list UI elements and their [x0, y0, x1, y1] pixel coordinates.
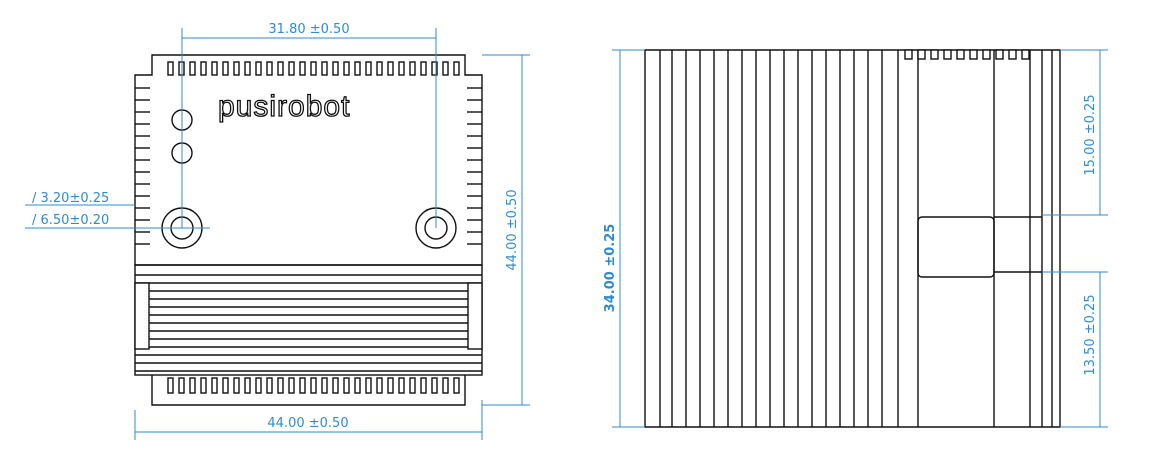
- bottom-fin: [442, 377, 449, 394]
- side-tooth: [930, 49, 939, 60]
- heatsink-region: [134, 264, 483, 376]
- right-fins: [467, 87, 482, 245]
- top-fin: [299, 61, 306, 76]
- bottom-fin: [244, 377, 251, 394]
- dim-side-lower: 13.50 ±0.25: [1083, 294, 1098, 375]
- heatsink-notch-right: [467, 282, 483, 350]
- bottom-fin: [167, 377, 174, 394]
- side-tooth: [956, 49, 965, 60]
- heatsink-notch-left: [134, 282, 150, 350]
- side-dimensions: [612, 49, 1108, 428]
- top-fins: [167, 61, 460, 76]
- bottom-fin-frame: [151, 375, 466, 406]
- bottom-fin: [343, 377, 350, 394]
- top-fin: [321, 61, 328, 76]
- dim-side-height: 34.00 ±0.25: [603, 224, 618, 313]
- brand-logo: pusirobot: [218, 90, 350, 123]
- side-tooth: [943, 49, 952, 60]
- bottom-fin: [365, 377, 372, 394]
- top-fin: [365, 61, 372, 76]
- bottom-fin: [453, 377, 460, 394]
- top-fin: [277, 61, 284, 76]
- bottom-fin: [310, 377, 317, 394]
- bottom-fin: [277, 377, 284, 394]
- bottom-fin: [376, 377, 383, 394]
- top-fin: [431, 61, 438, 76]
- bottom-fin: [255, 377, 262, 394]
- bottom-fin: [420, 377, 427, 394]
- top-fin: [233, 61, 240, 76]
- bottom-fins: [151, 375, 466, 406]
- top-fin: [255, 61, 262, 76]
- top-fin: [409, 61, 416, 76]
- front-body-outline: [134, 54, 483, 266]
- side-tooth: [1021, 49, 1030, 60]
- side-tooth: [969, 49, 978, 60]
- side-tooth: [1008, 49, 1017, 60]
- top-fin: [266, 61, 273, 76]
- bottom-fin: [409, 377, 416, 394]
- side-connector: [917, 216, 995, 278]
- bottom-fin: [200, 377, 207, 394]
- top-fin: [442, 61, 449, 76]
- bottom-fin: [189, 377, 196, 394]
- top-fin: [354, 61, 361, 76]
- bottom-fin: [178, 377, 185, 394]
- dim-side-upper: 15.00 ±0.25: [1083, 94, 1098, 175]
- top-fin: [387, 61, 394, 76]
- top-fin: [420, 61, 427, 76]
- top-fin: [288, 61, 295, 76]
- top-fin: [310, 61, 317, 76]
- top-fin: [189, 61, 196, 76]
- top-fin: [200, 61, 207, 76]
- bottom-fin: [387, 377, 394, 394]
- bottom-fin: [332, 377, 339, 394]
- top-fin: [167, 61, 174, 76]
- bottom-fin: [266, 377, 273, 394]
- left-fins: [135, 87, 150, 245]
- side-view: [644, 49, 1061, 428]
- dim-hole-inner-dia: / 3.20±0.25: [32, 191, 109, 206]
- bottom-fin: [288, 377, 295, 394]
- side-vertical-fins: [659, 50, 1053, 427]
- bottom-fin: [431, 377, 438, 394]
- horizontal-fins: [135, 274, 482, 372]
- top-fin: [343, 61, 350, 76]
- dim-hole-outer-dia: / 6.50±0.20: [32, 213, 109, 228]
- bottom-fin: [233, 377, 240, 394]
- bottom-fin: [354, 377, 361, 394]
- side-tooth: [917, 49, 926, 60]
- dim-hole-spacing: 31.80 ±0.50: [268, 22, 349, 37]
- top-fin: [211, 61, 218, 76]
- dim-front-width: 44.00 ±0.50: [267, 416, 348, 431]
- bottom-fin: [211, 377, 218, 394]
- front-dimensions: [25, 28, 530, 440]
- top-fin: [222, 61, 229, 76]
- top-fin: [376, 61, 383, 76]
- top-fin: [332, 61, 339, 76]
- bottom-fin: [299, 377, 306, 394]
- side-tooth: [904, 49, 913, 60]
- side-top-teeth: [904, 49, 1030, 60]
- bottom-fin: [321, 377, 328, 394]
- side-body-outline: [644, 49, 1061, 428]
- top-fin: [453, 61, 460, 76]
- top-fin: [398, 61, 405, 76]
- bottom-fin: [222, 377, 229, 394]
- bottom-fin: [398, 377, 405, 394]
- side-tooth: [995, 49, 1004, 60]
- side-tooth: [982, 49, 991, 60]
- dim-front-height: 44.00 ±0.50: [505, 189, 520, 270]
- top-fin: [244, 61, 251, 76]
